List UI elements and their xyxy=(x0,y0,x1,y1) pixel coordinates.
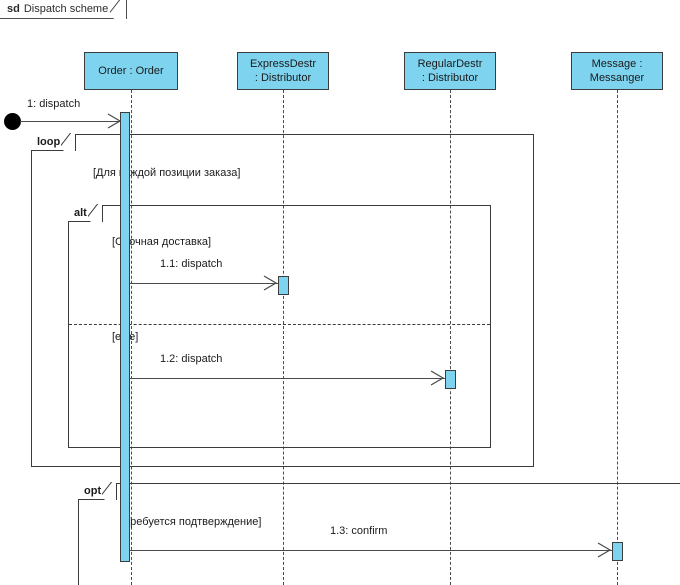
found-message-start-node xyxy=(4,113,21,130)
fragment-alt-operator-label: alt xyxy=(68,205,103,222)
message-line-1[interactable] xyxy=(20,121,120,122)
lifeline-head-expressdestr-line1: ExpressDestr xyxy=(249,58,317,70)
fragment-loop[interactable]: loop xyxy=(31,134,534,467)
lifeline-head-order[interactable]: Order : Order xyxy=(84,52,178,90)
message-label-1-3: 1.3: confirm xyxy=(330,525,388,537)
lifeline-head-message-line2: Messanger xyxy=(589,72,645,84)
message-label-1: 1: dispatch xyxy=(27,98,81,110)
fragment-alt[interactable]: alt xyxy=(68,205,491,448)
fragment-opt-operator: opt xyxy=(84,485,102,497)
lifeline-stem-message xyxy=(617,90,618,585)
lifeline-head-expressdestr[interactable]: ExpressDestr : Distributor xyxy=(237,52,329,90)
activation-bar-regulardestr[interactable] xyxy=(445,370,456,389)
lifeline-head-regulardestr-line1: RegularDestr xyxy=(417,58,483,70)
fragment-loop-operator-label: loop xyxy=(31,133,77,151)
diagram-frame-label: sd Dispatch scheme xyxy=(0,0,128,19)
fragment-loop-operator: loop xyxy=(37,136,61,148)
message-line-1-1[interactable] xyxy=(130,283,278,284)
activation-bar-message[interactable] xyxy=(612,542,623,561)
lifeline-head-regulardestr-line2: : Distributor xyxy=(421,72,479,84)
diagram-kind-keyword: sd xyxy=(7,3,20,15)
fragment-alt-corner-icon xyxy=(88,204,102,222)
fragment-opt[interactable]: opt xyxy=(78,483,680,585)
lifeline-head-expressdestr-line2: : Distributor xyxy=(254,72,312,84)
activation-bar-order[interactable] xyxy=(120,112,130,562)
message-line-1-2[interactable] xyxy=(130,378,445,379)
guard-alt-condition-1: [Срочная доставка] xyxy=(112,236,212,248)
lifeline-stem-regulardestr xyxy=(450,90,451,585)
frame-tag-corner-icon xyxy=(110,0,126,19)
lifeline-stem-expressdestr xyxy=(283,90,284,585)
message-line-1-3[interactable] xyxy=(130,550,612,551)
activation-bar-expressdestr[interactable] xyxy=(278,276,289,295)
diagram-title: Dispatch scheme xyxy=(23,3,109,15)
fragment-alt-divider xyxy=(69,324,490,325)
fragment-opt-corner-icon xyxy=(102,482,116,500)
lifeline-stem-order xyxy=(131,90,132,585)
guard-opt-condition: [Требуется подтверждение] xyxy=(121,516,262,528)
fragment-alt-operator: alt xyxy=(74,207,87,219)
message-label-1-1: 1.1: dispatch xyxy=(160,258,223,270)
lifeline-head-message-line1: Message : xyxy=(591,58,643,70)
guard-loop-condition: [Для каждой позиции заказа] xyxy=(93,167,241,179)
lifeline-head-regulardestr[interactable]: RegularDestr : Distributor xyxy=(404,52,496,90)
fragment-opt-operator-label: opt xyxy=(78,482,118,500)
lifeline-head-order-line1: Order : Order xyxy=(98,65,164,77)
message-label-1-2: 1.2: dispatch xyxy=(160,353,223,365)
fragment-loop-corner-icon xyxy=(61,133,75,151)
lifeline-head-message[interactable]: Message : Messanger xyxy=(571,52,663,90)
